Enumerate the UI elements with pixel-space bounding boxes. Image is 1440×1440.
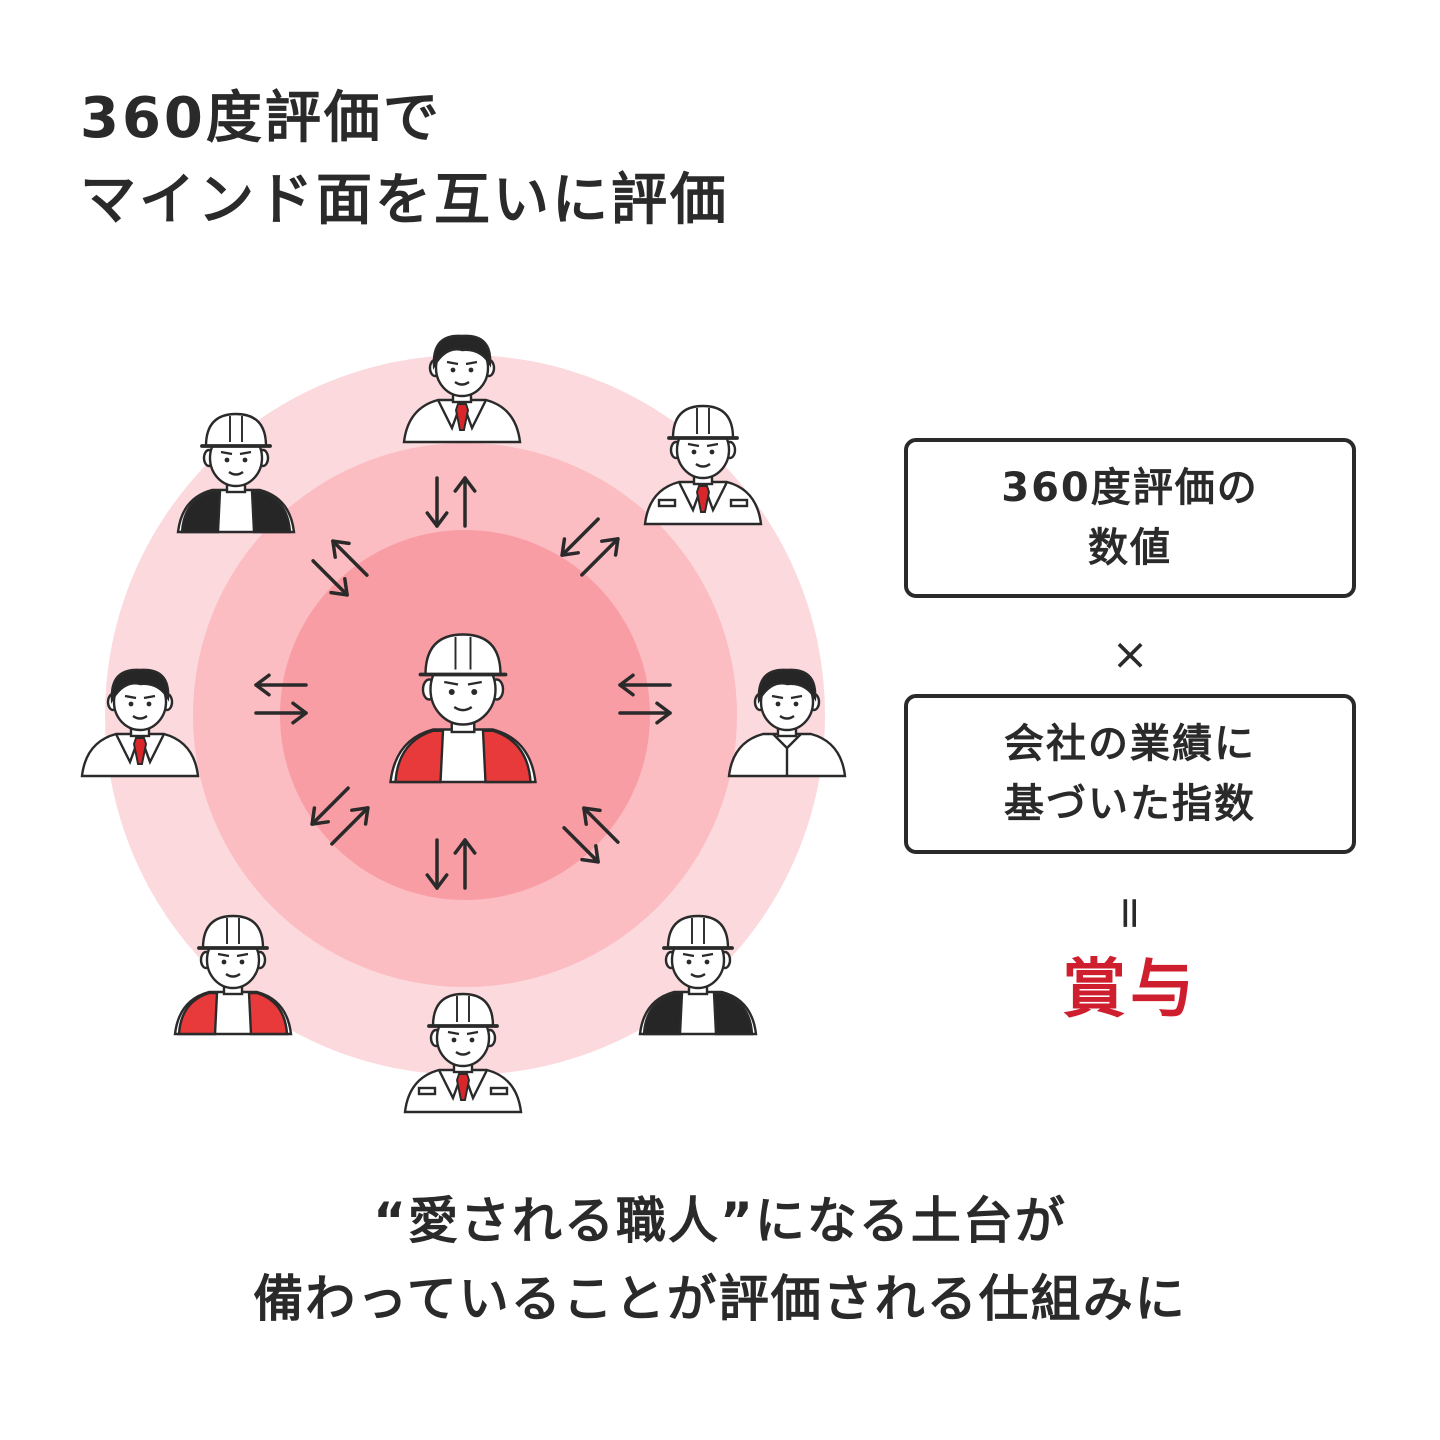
footer-line-1: “愛される職人”になる土台が: [373, 1192, 1067, 1250]
manager-in-suit-1-person-icon: [402, 334, 522, 444]
mutual-evaluation-arrows: [254, 476, 672, 890]
bidirectional-arrow-2: [311, 539, 369, 597]
staff-casual-shirt-3-person-icon: [727, 668, 847, 778]
worker-helmet-red-vest-6-person-icon: [173, 914, 293, 1036]
staff-in-suit-7-person-icon: [80, 668, 200, 778]
bidirectional-arrow-4: [254, 673, 308, 725]
survey-score-line-2: 数値: [1088, 525, 1172, 571]
bidirectional-arrow-6: [310, 786, 370, 846]
title-line-1: 360度評価で: [80, 86, 442, 151]
footer-line-2: 備わっていることが評価される仕組みに: [253, 1270, 1187, 1328]
equals-sign: =: [1105, 894, 1156, 932]
worker-helmet-black-vest-4-person-icon: [638, 914, 758, 1036]
company-index-line-1: 会社の業績に: [1004, 721, 1256, 767]
multiply-sign: ×: [1111, 629, 1149, 680]
survey-score-box: 360度評価の 数値: [904, 438, 1356, 598]
company-index-box: 会社の業績に 基づいた指数: [904, 694, 1356, 854]
footer-message: “愛される職人”になる土台が 備わっていることが評価される仕組みに: [0, 1182, 1440, 1338]
people-group: [80, 334, 847, 1114]
worker-helmet-work-jacket-5-person-icon: [403, 992, 523, 1114]
bidirectional-arrow-8: [425, 838, 477, 890]
bidirectional-arrow-1: [425, 476, 477, 528]
center-worker-helmet-red-vest-9-person-icon: [389, 633, 537, 784]
bidirectional-arrow-5: [618, 673, 672, 725]
company-index-line-2: 基づいた指数: [1004, 781, 1256, 827]
worker-helmet-work-jacket-2-person-icon: [643, 404, 763, 526]
bonus-result: 賞与: [1062, 953, 1198, 1027]
title-line-2: マインド面を互いに評価: [80, 168, 729, 233]
page-title: 360度評価で マインド面を互いに評価: [80, 78, 729, 242]
survey-score-line-1: 360度評価の: [1001, 465, 1259, 511]
worker-helmet-black-vest-8-person-icon: [176, 412, 296, 534]
bidirectional-arrow-3: [560, 517, 620, 577]
bidirectional-arrow-7: [562, 806, 620, 864]
